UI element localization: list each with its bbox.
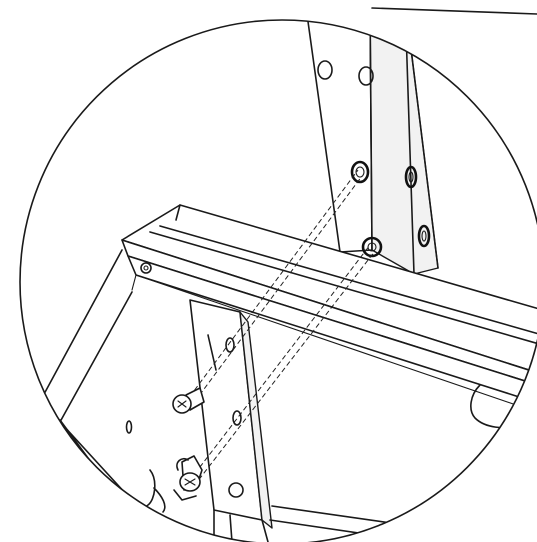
side-panel — [29, 249, 171, 542]
panel-slot — [125, 420, 133, 434]
bracket-hole — [225, 337, 235, 353]
bracket-hole — [358, 66, 374, 86]
magnifier-circle — [19, 19, 537, 542]
vertical-bracket-lower — [189, 299, 273, 542]
mounting-screw — [172, 387, 205, 414]
bracket-hole — [228, 482, 244, 498]
magnified-detail — [29, 20, 537, 542]
vertical-bracket-upper — [304, 20, 439, 275]
callout-leader-line — [371, 7, 537, 15]
alignment-lines — [184, 169, 376, 487]
threaded-hole — [361, 236, 383, 258]
horizontal-rail — [121, 204, 537, 421]
threaded-hole — [417, 224, 431, 248]
rail-screw-hole — [140, 262, 152, 274]
threaded-hole — [350, 160, 370, 184]
captive-screw — [173, 455, 203, 501]
threaded-hole — [404, 165, 418, 189]
bracket-hole — [232, 410, 242, 426]
bracket-hole — [317, 60, 333, 80]
